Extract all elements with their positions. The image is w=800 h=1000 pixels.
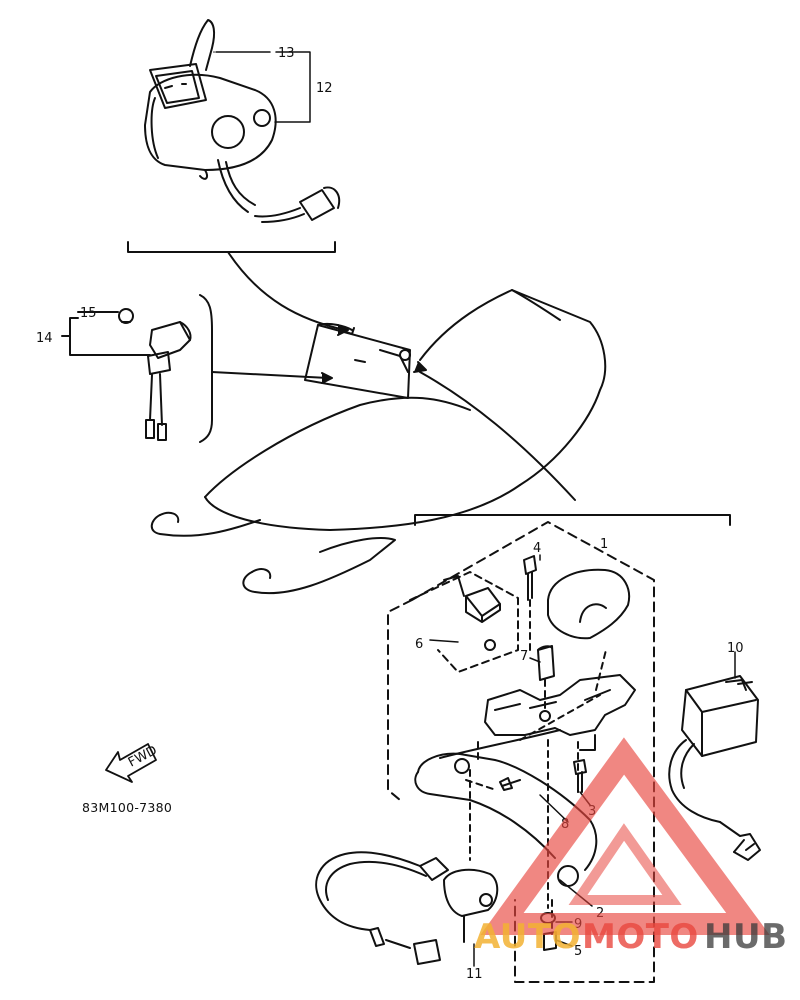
callout-14: 14	[36, 331, 53, 346]
light-switch-bracket	[199, 294, 213, 443]
mounting-plate	[484, 674, 636, 751]
collar-7	[537, 645, 555, 681]
watermark-logo: AUTO MOTO HUB	[474, 737, 787, 957]
callout-13: 13	[278, 46, 295, 61]
switch-bracket	[127, 241, 336, 253]
callout-1: 1	[600, 537, 608, 552]
handlebar-switch-assembly	[144, 19, 341, 223]
callout-10: 10	[727, 641, 744, 656]
assembly-guide-lines	[465, 599, 607, 935]
callout-15: 15	[80, 306, 97, 321]
switch-block-6	[443, 575, 501, 651]
module-10	[668, 675, 761, 861]
watermark-hub: HUB	[704, 917, 787, 957]
lower-bracket	[414, 514, 731, 526]
pointer-line-light-switch	[211, 371, 329, 379]
leader-switch-to-cowl	[227, 251, 346, 331]
cover	[547, 568, 630, 640]
fwd-arrow: FWD	[105, 743, 160, 783]
lever-2	[414, 729, 598, 887]
bolt-4	[523, 555, 537, 601]
callout-4: 4	[533, 541, 541, 556]
leader-cowl-to-bracket	[419, 371, 576, 501]
watermark-moto: MOTO	[582, 917, 699, 957]
callout-6: 6	[415, 637, 423, 652]
screw-8	[499, 777, 521, 791]
part-1-dashed-outline	[387, 521, 655, 983]
callout-5: 5	[574, 944, 582, 959]
callout-12: 12	[316, 81, 333, 96]
watermark-auto: AUTO	[474, 917, 581, 957]
sensor-11	[315, 851, 499, 965]
diagram-code: 83M100-7380	[82, 800, 172, 815]
bracket-14-15	[61, 311, 151, 356]
callout-7: 7	[520, 649, 528, 664]
part-6-dashed-outline	[409, 571, 519, 673]
callout-11: 11	[466, 967, 483, 982]
bolt-3	[573, 759, 587, 793]
light-switch-assembly	[118, 308, 192, 441]
